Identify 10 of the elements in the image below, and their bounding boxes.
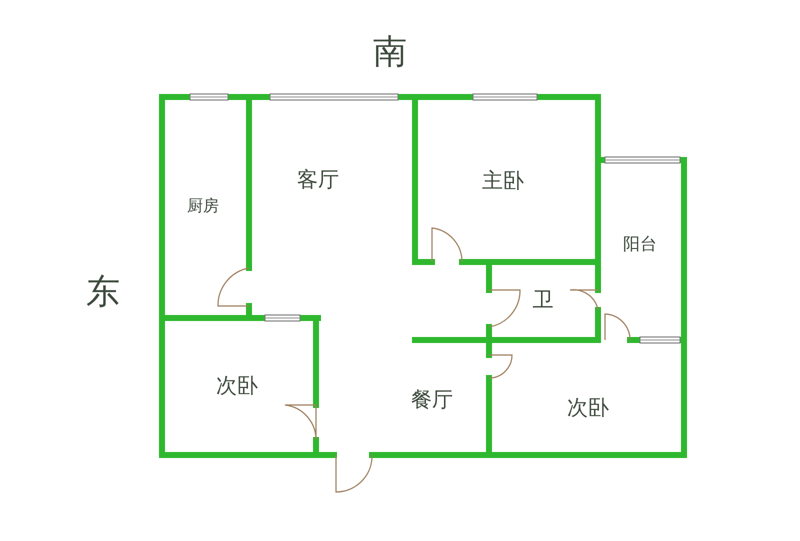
room-label: 客厅 bbox=[297, 170, 339, 190]
room-label: 次卧 bbox=[216, 376, 258, 396]
room-label: 次卧 bbox=[567, 398, 609, 418]
room-label: 主卧 bbox=[482, 170, 524, 192]
room-label: 阳台 bbox=[623, 236, 657, 254]
room-label: 厨房 bbox=[187, 198, 219, 214]
compass-label: 东 bbox=[86, 275, 120, 309]
room-label: 餐厅 bbox=[411, 390, 453, 410]
room-label: 卫 bbox=[532, 290, 554, 310]
compass-label: 南 bbox=[373, 35, 407, 69]
